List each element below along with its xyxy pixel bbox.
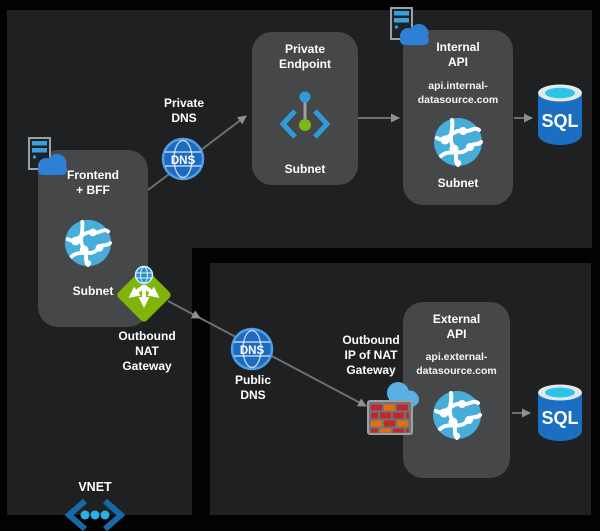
external-api-web-app-globe-icon (433, 391, 482, 440)
internal-api-domain: api.internal- datasource.com (417, 80, 499, 106)
internal-api-subnet-label: Subnet (437, 176, 479, 190)
internal-api-box: Internal API api.internal- datasource.co… (403, 30, 513, 205)
private-endpoint-title: Private Endpoint (279, 42, 331, 71)
external-api-domain: api.external- datasource.com (416, 351, 497, 377)
frontend-app-service-icon (28, 137, 67, 175)
private-dns-badge-text: DNS (171, 155, 196, 167)
outbound-ip-of-nat-label: Outbound IP of NAT Gateway (342, 333, 400, 377)
frontend-bff-title: Frontend + BFF (67, 168, 119, 197)
private-endpoint-icon (279, 91, 331, 139)
internal-sql-label: SQL (541, 111, 578, 131)
frontend-subnet-label: Subnet (72, 284, 114, 298)
internal-api-title: Internal API (436, 40, 480, 69)
private-dns-globe-icon: DNS (161, 137, 205, 181)
external-sql-database-icon: SQL (538, 384, 582, 441)
arrow-nat-to-firewall (167, 300, 367, 407)
private-endpoint-subnet-label: Subnet (284, 162, 326, 176)
private-dns-label: Private DNS (163, 96, 205, 125)
internal-api-app-service-icon (390, 7, 429, 45)
virtual-network-icon (64, 498, 126, 531)
nat-gateway-icon (117, 265, 171, 322)
outbound-nat-gateway-label: Outbound NAT Gateway (118, 329, 176, 373)
internal-sql-database-icon: SQL (538, 84, 582, 145)
external-api-box: External API api.external- datasource.co… (403, 302, 510, 478)
public-dns-label: Public DNS (234, 373, 271, 402)
frontend-web-app-globe-icon (64, 219, 113, 268)
external-api-title: External API (432, 312, 481, 341)
public-dns-badge-text: DNS (240, 345, 265, 357)
public-dns-globe-icon: DNS (230, 327, 274, 371)
external-sql-label: SQL (541, 408, 578, 428)
vnet-label: VNET (78, 480, 112, 494)
internal-api-web-app-globe-icon (434, 118, 483, 167)
firewall-cloud-icon (367, 382, 419, 435)
